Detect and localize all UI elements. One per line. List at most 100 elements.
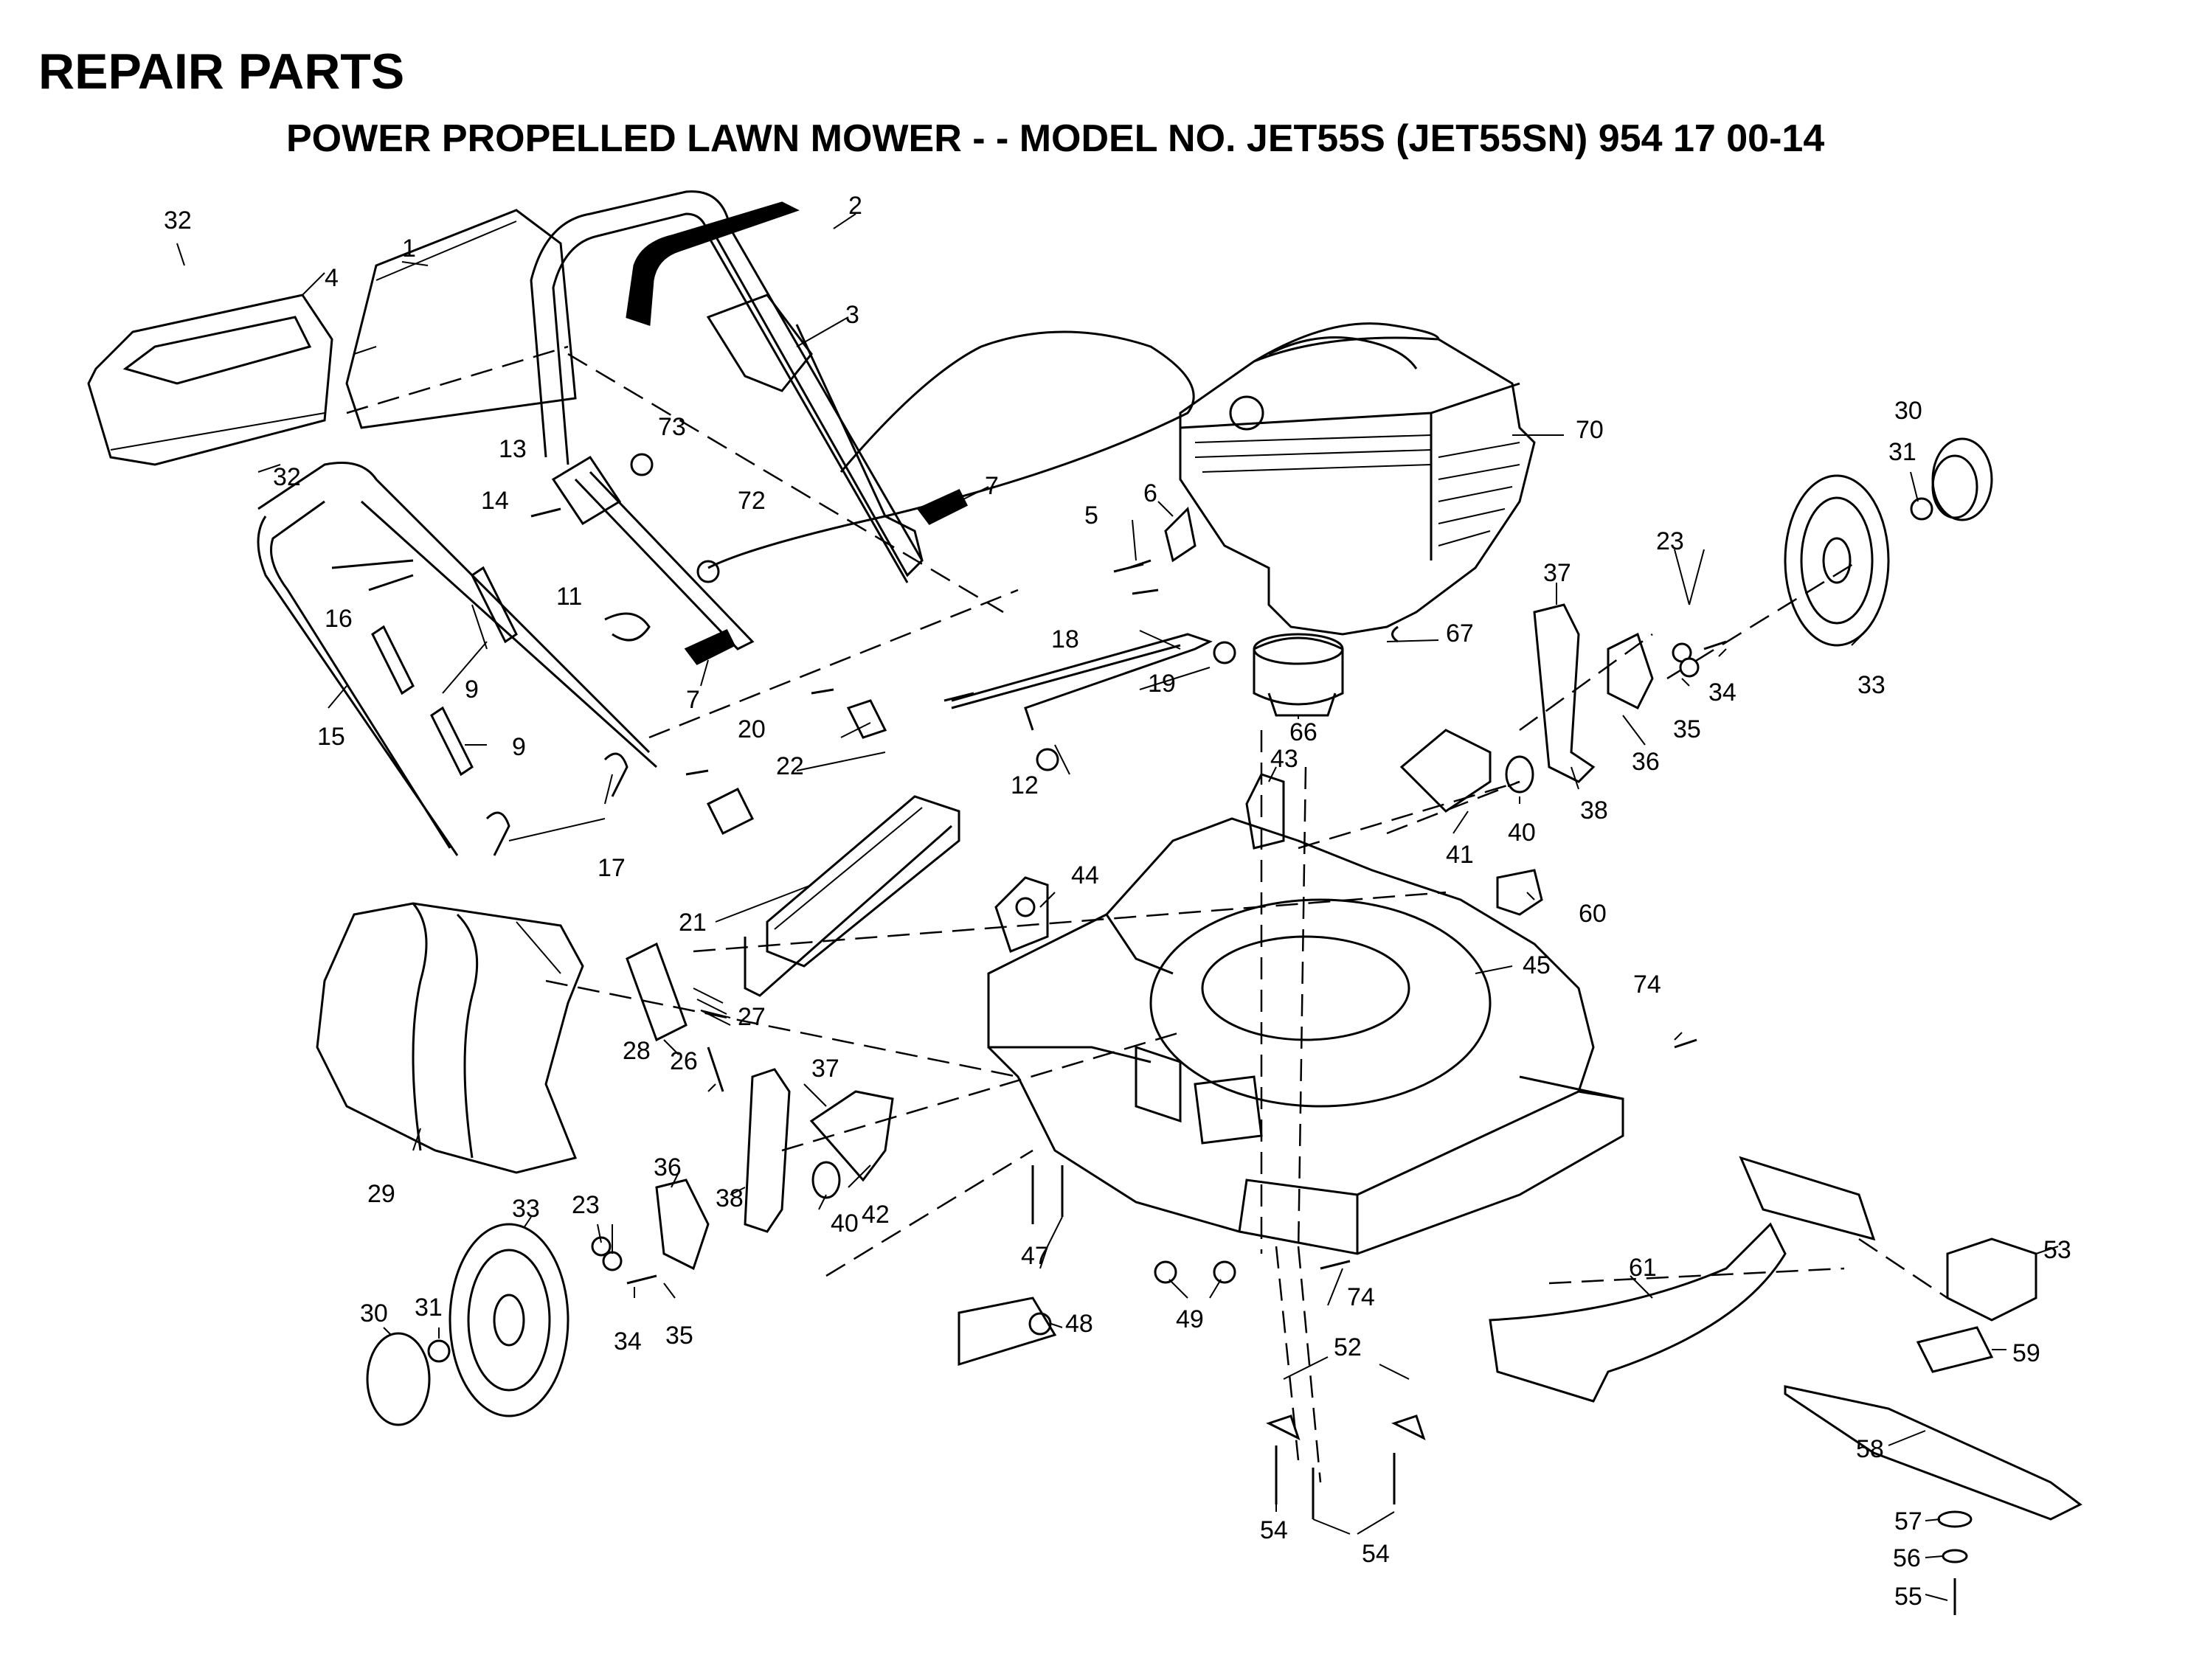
- part-upper-handle: [530, 190, 924, 650]
- callout-p1: 1: [402, 235, 416, 263]
- part-hubcap-right: [1910, 437, 1993, 521]
- part-handle-bracket: [530, 453, 720, 583]
- callout-p33a: 33: [1857, 671, 1886, 699]
- callout-p31a: 31: [1888, 438, 1916, 466]
- callout-p33b: 33: [512, 1195, 540, 1223]
- callout-p4: 4: [325, 264, 339, 292]
- callout-p48: 48: [1065, 1310, 1093, 1338]
- callout-p12: 12: [1011, 771, 1039, 799]
- callout-p26: 26: [670, 1047, 698, 1075]
- callout-p27: 27: [738, 1003, 766, 1031]
- callout-p36b: 36: [654, 1153, 682, 1181]
- callout-p31b: 31: [415, 1294, 443, 1322]
- callout-p43: 43: [1270, 745, 1298, 773]
- part-grip: [626, 201, 800, 327]
- callout-p40a: 40: [1508, 819, 1536, 847]
- callout-p42: 42: [862, 1201, 890, 1229]
- callout-p45: 45: [1523, 951, 1551, 979]
- callout-p16: 16: [325, 605, 353, 633]
- callout-p40b: 40: [831, 1209, 859, 1238]
- callout-p74b: 74: [1347, 1283, 1375, 1311]
- part-bracket-44: [994, 876, 1049, 953]
- callout-p11: 11: [556, 583, 582, 611]
- callout-p29: 29: [367, 1180, 395, 1208]
- page-subtitle: POWER PROPELLED LAWN MOWER - - MODEL NO.…: [286, 117, 1825, 160]
- callout-p18: 18: [1051, 625, 1079, 653]
- part-wheel-right: [1784, 474, 1890, 647]
- part-wheel-left: [449, 1223, 569, 1417]
- callout-p74a: 74: [1633, 971, 1661, 999]
- callout-p35a: 35: [1673, 715, 1701, 743]
- callout-p22: 22: [776, 752, 804, 780]
- callout-p17: 17: [598, 854, 626, 882]
- callout-p13: 13: [499, 435, 527, 463]
- part-clips: [331, 559, 651, 856]
- part-height-adjuster-right: [1399, 603, 1727, 813]
- part-height-adjuster-left: [591, 1068, 894, 1285]
- callout-p7a: 7: [985, 472, 999, 500]
- part-bracket-43: [1245, 773, 1285, 850]
- callout-p57: 57: [1894, 1507, 1922, 1535]
- part-hubcap-left: [366, 1332, 451, 1426]
- part-deflector: [1489, 1156, 1876, 1403]
- callout-p72: 72: [738, 487, 766, 515]
- callout-labels: 1 2 3 4 5 6 7 7 9 9 11 12 13 14 15 16 17…: [164, 192, 2071, 1611]
- callout-p19: 19: [1148, 670, 1176, 698]
- part-flange: [1253, 633, 1344, 717]
- callout-p59: 59: [2012, 1339, 2040, 1367]
- callout-p67: 67: [1446, 619, 1474, 648]
- part-rod: [943, 559, 1236, 771]
- callout-p38b: 38: [716, 1184, 744, 1212]
- callout-p47: 47: [1021, 1242, 1049, 1270]
- callout-p49: 49: [1176, 1305, 1204, 1333]
- part-decal: [1496, 869, 1543, 916]
- part-clip-67: [1391, 625, 1399, 643]
- callout-p7b: 7: [686, 686, 700, 714]
- callout-p73: 73: [658, 413, 686, 441]
- callout-p54b: 54: [1362, 1540, 1390, 1568]
- part-bracket-6: [1113, 506, 1197, 573]
- callout-p38a: 38: [1580, 796, 1608, 825]
- part-blade-stack: [1784, 1238, 2082, 1615]
- callout-p34a: 34: [1708, 678, 1736, 707]
- callout-p36a: 36: [1632, 748, 1660, 776]
- part-deck: [987, 817, 1624, 1255]
- callout-p20: 20: [738, 715, 766, 743]
- callout-p44: 44: [1071, 861, 1099, 889]
- callout-p52: 52: [1334, 1333, 1362, 1361]
- part-handle-cover: [345, 209, 577, 429]
- callout-p30b: 30: [360, 1299, 388, 1327]
- callout-p55: 55: [1894, 1583, 1922, 1611]
- part-control-cable: [707, 330, 1195, 569]
- callout-p53: 53: [2043, 1236, 2071, 1264]
- callout-p5: 5: [1084, 501, 1098, 530]
- callout-p66: 66: [1289, 718, 1317, 746]
- callout-p70: 70: [1576, 416, 1604, 444]
- part-control-lever: [706, 294, 924, 561]
- callout-p23b: 23: [572, 1191, 600, 1219]
- callout-p30a: 30: [1894, 397, 1922, 425]
- callout-p14: 14: [481, 487, 509, 515]
- part-bag-frame-handle: [87, 294, 333, 466]
- callout-p60: 60: [1579, 900, 1607, 928]
- callout-p54a: 54: [1260, 1516, 1288, 1544]
- part-bolts-lower: [958, 1038, 1697, 1519]
- part-lower-handle: [257, 462, 658, 856]
- page-title: REPAIR PARTS: [38, 44, 405, 100]
- part-rear-flap: [685, 688, 960, 997]
- callout-p9b: 9: [512, 733, 526, 761]
- callout-p61: 61: [1629, 1254, 1657, 1282]
- callout-p2: 2: [848, 192, 862, 220]
- callout-p58: 58: [1856, 1435, 1884, 1463]
- part-bracket-28: [626, 942, 731, 1092]
- callout-p23a: 23: [1656, 527, 1684, 555]
- callout-p32a: 32: [164, 206, 192, 235]
- callout-p15: 15: [317, 723, 345, 751]
- callout-p6: 6: [1143, 479, 1157, 507]
- callout-p9a: 9: [465, 676, 479, 704]
- assembly-guide-lines: [346, 345, 1948, 1483]
- callout-p35b: 35: [665, 1322, 693, 1350]
- callout-p41: 41: [1446, 841, 1474, 869]
- callout-p37b: 37: [811, 1055, 839, 1083]
